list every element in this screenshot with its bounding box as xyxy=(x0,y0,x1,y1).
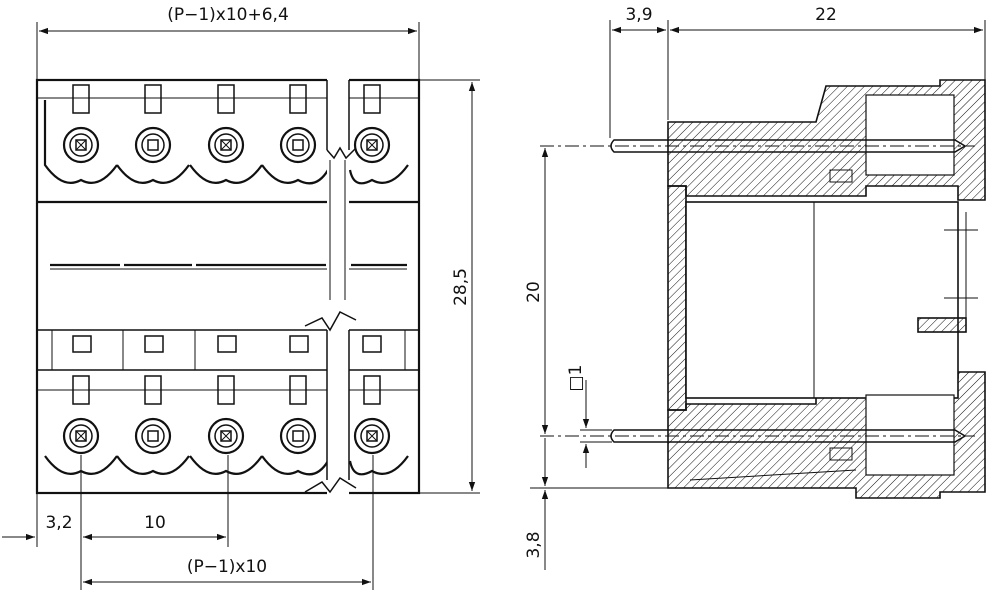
dim-pitch: 10 xyxy=(144,513,166,533)
dim-row-spacing: 20 xyxy=(524,281,544,303)
dim-overall-width: (P−1)x10+6,4 xyxy=(167,5,289,25)
tab xyxy=(217,335,237,353)
break-gap xyxy=(304,76,357,496)
side-view: 3,9 22 20 □1 3,8 xyxy=(524,5,986,570)
upper-terminal-row xyxy=(43,84,409,185)
tab xyxy=(362,335,382,353)
dim-height: 28,5 xyxy=(451,268,471,306)
center-slot xyxy=(50,263,407,270)
dim-pitch-span: (P−1)x10 xyxy=(187,557,267,577)
lower-terminal-row xyxy=(44,375,409,476)
latch xyxy=(917,317,967,333)
front-view: (P−1)x10+6,4 28,5 3,2 10 (P−1)x10 xyxy=(2,5,480,590)
upper-pin xyxy=(540,139,975,153)
dim-pin-extension: 3,9 xyxy=(625,5,652,25)
dim-bottom-offset: 3,8 xyxy=(524,531,544,558)
housing-left-wall xyxy=(667,185,687,411)
tab xyxy=(289,335,309,353)
dim-depth: 22 xyxy=(815,5,837,25)
lower-pin xyxy=(540,429,975,443)
dim-first-offset: 3,2 xyxy=(45,513,72,533)
tab xyxy=(144,335,164,353)
dim-pin-square: □1 xyxy=(566,365,586,392)
tab xyxy=(72,335,92,353)
